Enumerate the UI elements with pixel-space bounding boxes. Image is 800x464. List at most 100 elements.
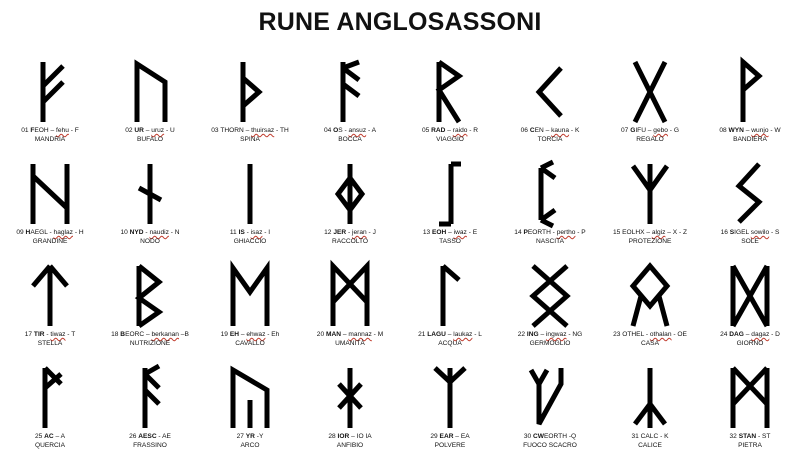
- rune-name-bold: ING: [526, 331, 539, 338]
- rune-name-line: 19 EH – ehwaz - Eh: [194, 331, 306, 340]
- rune-meaning: ACQUA: [438, 339, 462, 347]
- rune-separator: –: [446, 229, 454, 236]
- rune-peorth-icon: [538, 159, 557, 229]
- rune-os-icon: [340, 59, 361, 122]
- rune-separator: –: [645, 127, 654, 134]
- rune-name-rest: EOLHX: [622, 229, 645, 236]
- rune-name-rest: EORTH: [527, 229, 551, 236]
- rune-number: 30: [523, 433, 534, 440]
- rune-protogermanic-name: laukaz: [453, 331, 473, 338]
- rune-name-bold: TIR: [33, 331, 45, 338]
- rune-name-bold: IOR: [337, 433, 350, 440]
- rune-separator: -: [72, 229, 79, 236]
- rune-number: 21: [418, 331, 428, 338]
- rune-separator: -: [342, 127, 349, 134]
- rune-protogermanic-name: mannaz: [348, 331, 372, 338]
- rune-name-rest: EORTH: [544, 433, 567, 440]
- rune-separator: –: [144, 331, 152, 338]
- rune-meaning: GERMOGLIO: [529, 339, 571, 347]
- rune-number: 18: [111, 331, 121, 338]
- rune-gifu-icon: [632, 60, 668, 124]
- rune-name-bold: EOH: [432, 229, 447, 236]
- rune-separator: -: [467, 127, 474, 134]
- rune-number: 17: [24, 331, 34, 338]
- rune-ear-icon: [433, 366, 467, 428]
- rune-tir-icon: [31, 264, 69, 326]
- rune-separator: –: [453, 433, 461, 440]
- rune-protogermanic-name: jeran: [352, 229, 367, 236]
- rune-separator: –: [349, 433, 357, 440]
- rune-number: 15: [612, 229, 623, 236]
- rune-protogermanic-name: algiz: [651, 229, 666, 236]
- rune-meaning: FRASSINO: [133, 441, 167, 449]
- rune-meaning: MANDRIA: [34, 135, 66, 143]
- rune-separator: –: [644, 229, 652, 236]
- rune-separator: -: [366, 127, 372, 134]
- rune-meaning: BUFALO: [136, 135, 164, 143]
- rune-name-line: 05 RAD – raido - R: [394, 127, 506, 136]
- rune-nyd-icon: [137, 164, 163, 224]
- rune-meaning: SPINA: [240, 135, 260, 143]
- rune-separator: –: [665, 229, 673, 236]
- rune-name-line: 12 JER - jeran - J: [294, 229, 406, 238]
- rune-separator: -: [466, 229, 473, 236]
- rune-protogermanic-name: wunjo: [751, 127, 769, 134]
- rune-yr-icon: [230, 365, 270, 428]
- rune-meaning: SOLE: [741, 237, 759, 245]
- rune-sound: D: [775, 331, 780, 338]
- rune-name-bold: S: [729, 229, 735, 236]
- rune-number: 11: [229, 229, 239, 236]
- rune-separator: -: [658, 433, 665, 440]
- rune-sound: P: [581, 229, 586, 236]
- rune-separator: -: [644, 331, 650, 338]
- rune-name-line: 31 CALC - K: [594, 433, 706, 442]
- rune-haegl-icon: [30, 164, 70, 224]
- rune-meaning: PROTEZIONE: [628, 237, 672, 245]
- rune-name-bold: EAR: [439, 433, 454, 440]
- rune-separator: –: [178, 331, 185, 338]
- rune-name-line: 26 AESC - AE: [94, 433, 206, 442]
- rune-number: 10: [120, 229, 130, 236]
- rune-name-line: 16 SIGEL sowilo - S: [694, 229, 800, 238]
- rune-sound: S: [775, 229, 780, 236]
- rune-separator: –: [341, 331, 349, 338]
- rune-name-rest: OTHEL: [622, 331, 644, 338]
- rune-name-line: 27 YR -Y: [194, 433, 306, 442]
- rune-separator: -: [472, 331, 479, 338]
- rune-number: 01: [21, 127, 31, 134]
- rune-ur-icon: [134, 59, 168, 122]
- rune-aesc-icon: [142, 363, 161, 428]
- rune-separator: -: [569, 127, 575, 134]
- rune-protogermanic-name: fehu: [56, 127, 69, 134]
- rune-cweorth-icon: [528, 368, 564, 426]
- rune-number: 04: [323, 127, 334, 134]
- rune-name-rest: AEGL: [30, 229, 48, 236]
- rune-protogermanic-name: tiwaz: [50, 331, 66, 338]
- rune-name-rest: CALC: [640, 433, 659, 440]
- rune-meaning: CALICE: [638, 441, 662, 449]
- rune-sound: J: [372, 229, 376, 236]
- rune-name-line: 18 BEORC – berkanan –B: [94, 331, 206, 340]
- rune-number: 02: [125, 127, 135, 134]
